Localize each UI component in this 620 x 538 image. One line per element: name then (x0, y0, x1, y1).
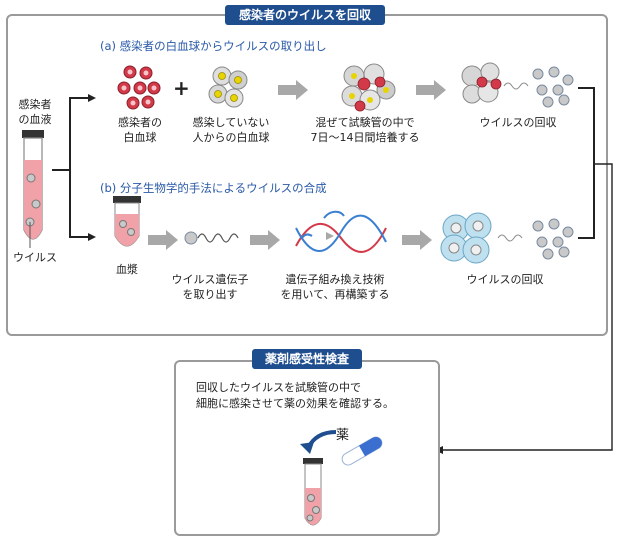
healthy-white-cells-icon (208, 66, 248, 108)
step-b1-label: 血漿 (116, 263, 138, 276)
step-b3-label-line1: 遺伝子組み換え技術 (285, 273, 385, 286)
capsule-icon (341, 436, 383, 466)
step-a1-label-line2: 白血球 (123, 131, 157, 144)
step-a1-label-line1: 感染者の (118, 116, 162, 129)
mixed-culture-icon (341, 63, 396, 112)
arrow-a2-icon (416, 80, 446, 100)
step-b2-label-line1: ウイルス遺伝子 (171, 273, 249, 286)
section-b-heading: (b) 分子生物学的手法によるウイルスの合成 (100, 181, 327, 195)
virus-recovery-a-icon (461, 62, 574, 108)
blood-tube-icon (22, 130, 44, 240)
plasma-tube-icon (113, 196, 141, 247)
top-panel (6, 14, 608, 336)
drug-label: 薬 (336, 428, 350, 443)
bottom-description-line2: 細胞に感染させて薬の効果を確認する。 (196, 397, 394, 410)
virus-recovery-b-icon (440, 212, 574, 264)
step-a3-label-line2: 7日〜14日間培養する (310, 131, 420, 144)
arrow-a1-icon (278, 80, 308, 100)
plus-sign: + (173, 76, 190, 100)
recombinant-dna-icon (295, 210, 387, 253)
section-a-heading: (a) 感染者の白血球からウイルスの取り出し (100, 39, 327, 53)
arrow-b1-icon (148, 230, 178, 250)
arrow-b3-icon (402, 230, 432, 250)
bottom-panel-title: 薬剤感受性検査 (252, 349, 362, 369)
step-a2-label-line1: 感染していない (192, 116, 270, 129)
source-label-line1: 感染者 (18, 98, 52, 111)
test-tube-icon (303, 458, 323, 526)
viral-gene-icon (184, 231, 239, 245)
infected-white-cells-icon (117, 65, 161, 110)
step-a4-label: ウイルスの回収 (479, 116, 557, 129)
curved-arrow-icon (300, 430, 337, 454)
step-b3-label-line2: を用いて、再構築する (280, 288, 390, 301)
step-a3-label-line1: 混ぜて試験管の中で (315, 116, 415, 129)
virus-label: ウイルス (13, 251, 57, 264)
step-a2-label-line2: 人からの白血球 (192, 131, 270, 144)
bottom-description-line1: 回収したウイルスを試験管の中で (196, 381, 361, 394)
step-b2-label-line2: を取り出す (182, 288, 238, 301)
top-panel-title: 感染者のウイルスを回収 (225, 5, 385, 25)
source-label-line2: の血液 (18, 113, 52, 126)
step-b4-label: ウイルスの回収 (466, 273, 544, 286)
arrow-b2-icon (250, 230, 280, 250)
